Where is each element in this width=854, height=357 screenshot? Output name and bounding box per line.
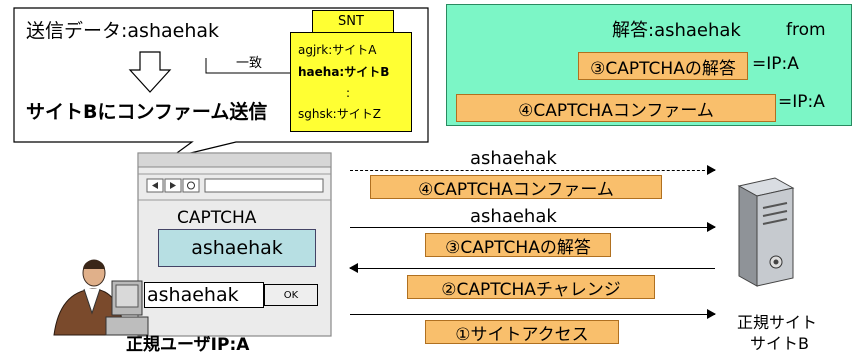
snt-title	[312, 10, 394, 34]
flow-3-data: ashaehak	[470, 206, 557, 227]
snt-row: :	[346, 86, 351, 100]
answer-text: 解答:ashaehak	[612, 20, 741, 41]
send-confirm-text: サイトBにコンファーム送信	[26, 101, 268, 123]
snt-row: sghsk:サイトZ	[298, 107, 381, 121]
answer-ip-4: =IP:A	[778, 92, 825, 112]
snt-row: agjrk:サイトA	[298, 43, 377, 57]
from-text: from	[786, 20, 826, 40]
send-data-text: 送信データ:ashaehak	[26, 20, 220, 42]
match-text: 一致	[236, 56, 263, 71]
flow-1-label: ①サイトアクセス	[425, 320, 619, 345]
answer-item-3: ③CAPTCHAの解答	[578, 52, 748, 80]
captcha-input-value: ashaehak	[147, 284, 239, 306]
arrow-head-icon	[707, 309, 716, 319]
captcha-image: ashaehak	[158, 229, 316, 267]
flow-4-label: ④CAPTCHAコンファーム	[370, 175, 662, 200]
flow-3-label: ③CAPTCHAの解答	[425, 233, 611, 258]
snt-row: haeha:サイトB	[298, 65, 390, 79]
arrow-head-icon	[707, 165, 716, 175]
arrow-head-icon	[707, 222, 716, 232]
flow-2-label: ②CAPTCHAチャレンジ	[407, 275, 655, 300]
user-label: 正規ユーザIP:A	[126, 335, 250, 355]
server-label-line2: サイトB	[750, 334, 809, 353]
server-icon	[737, 177, 795, 287]
snt-table	[290, 32, 412, 132]
flow-4-arrow	[350, 165, 716, 175]
user-illustration	[53, 259, 149, 336]
server-label-line1: 正規サイト	[737, 313, 818, 332]
snt-title-text: SNT	[338, 14, 364, 29]
flow-2-arrow	[349, 263, 715, 273]
flow-4-data: ashaehak	[470, 148, 557, 169]
ok-button[interactable]: OK	[264, 284, 318, 306]
captcha-label: CAPTCHA	[177, 208, 257, 228]
captcha-image-text: ashaehak	[191, 237, 283, 259]
answer-ip-3: =IP:A	[752, 54, 799, 74]
captcha-input[interactable]: ashaehak	[144, 282, 264, 308]
answer-item-4: ④CAPTCHAコンファーム	[456, 94, 776, 122]
arrow-head-icon	[349, 263, 358, 273]
flow-1-arrow	[350, 309, 716, 319]
ok-button-label: OK	[283, 289, 299, 301]
flow-3-arrow	[350, 222, 716, 232]
